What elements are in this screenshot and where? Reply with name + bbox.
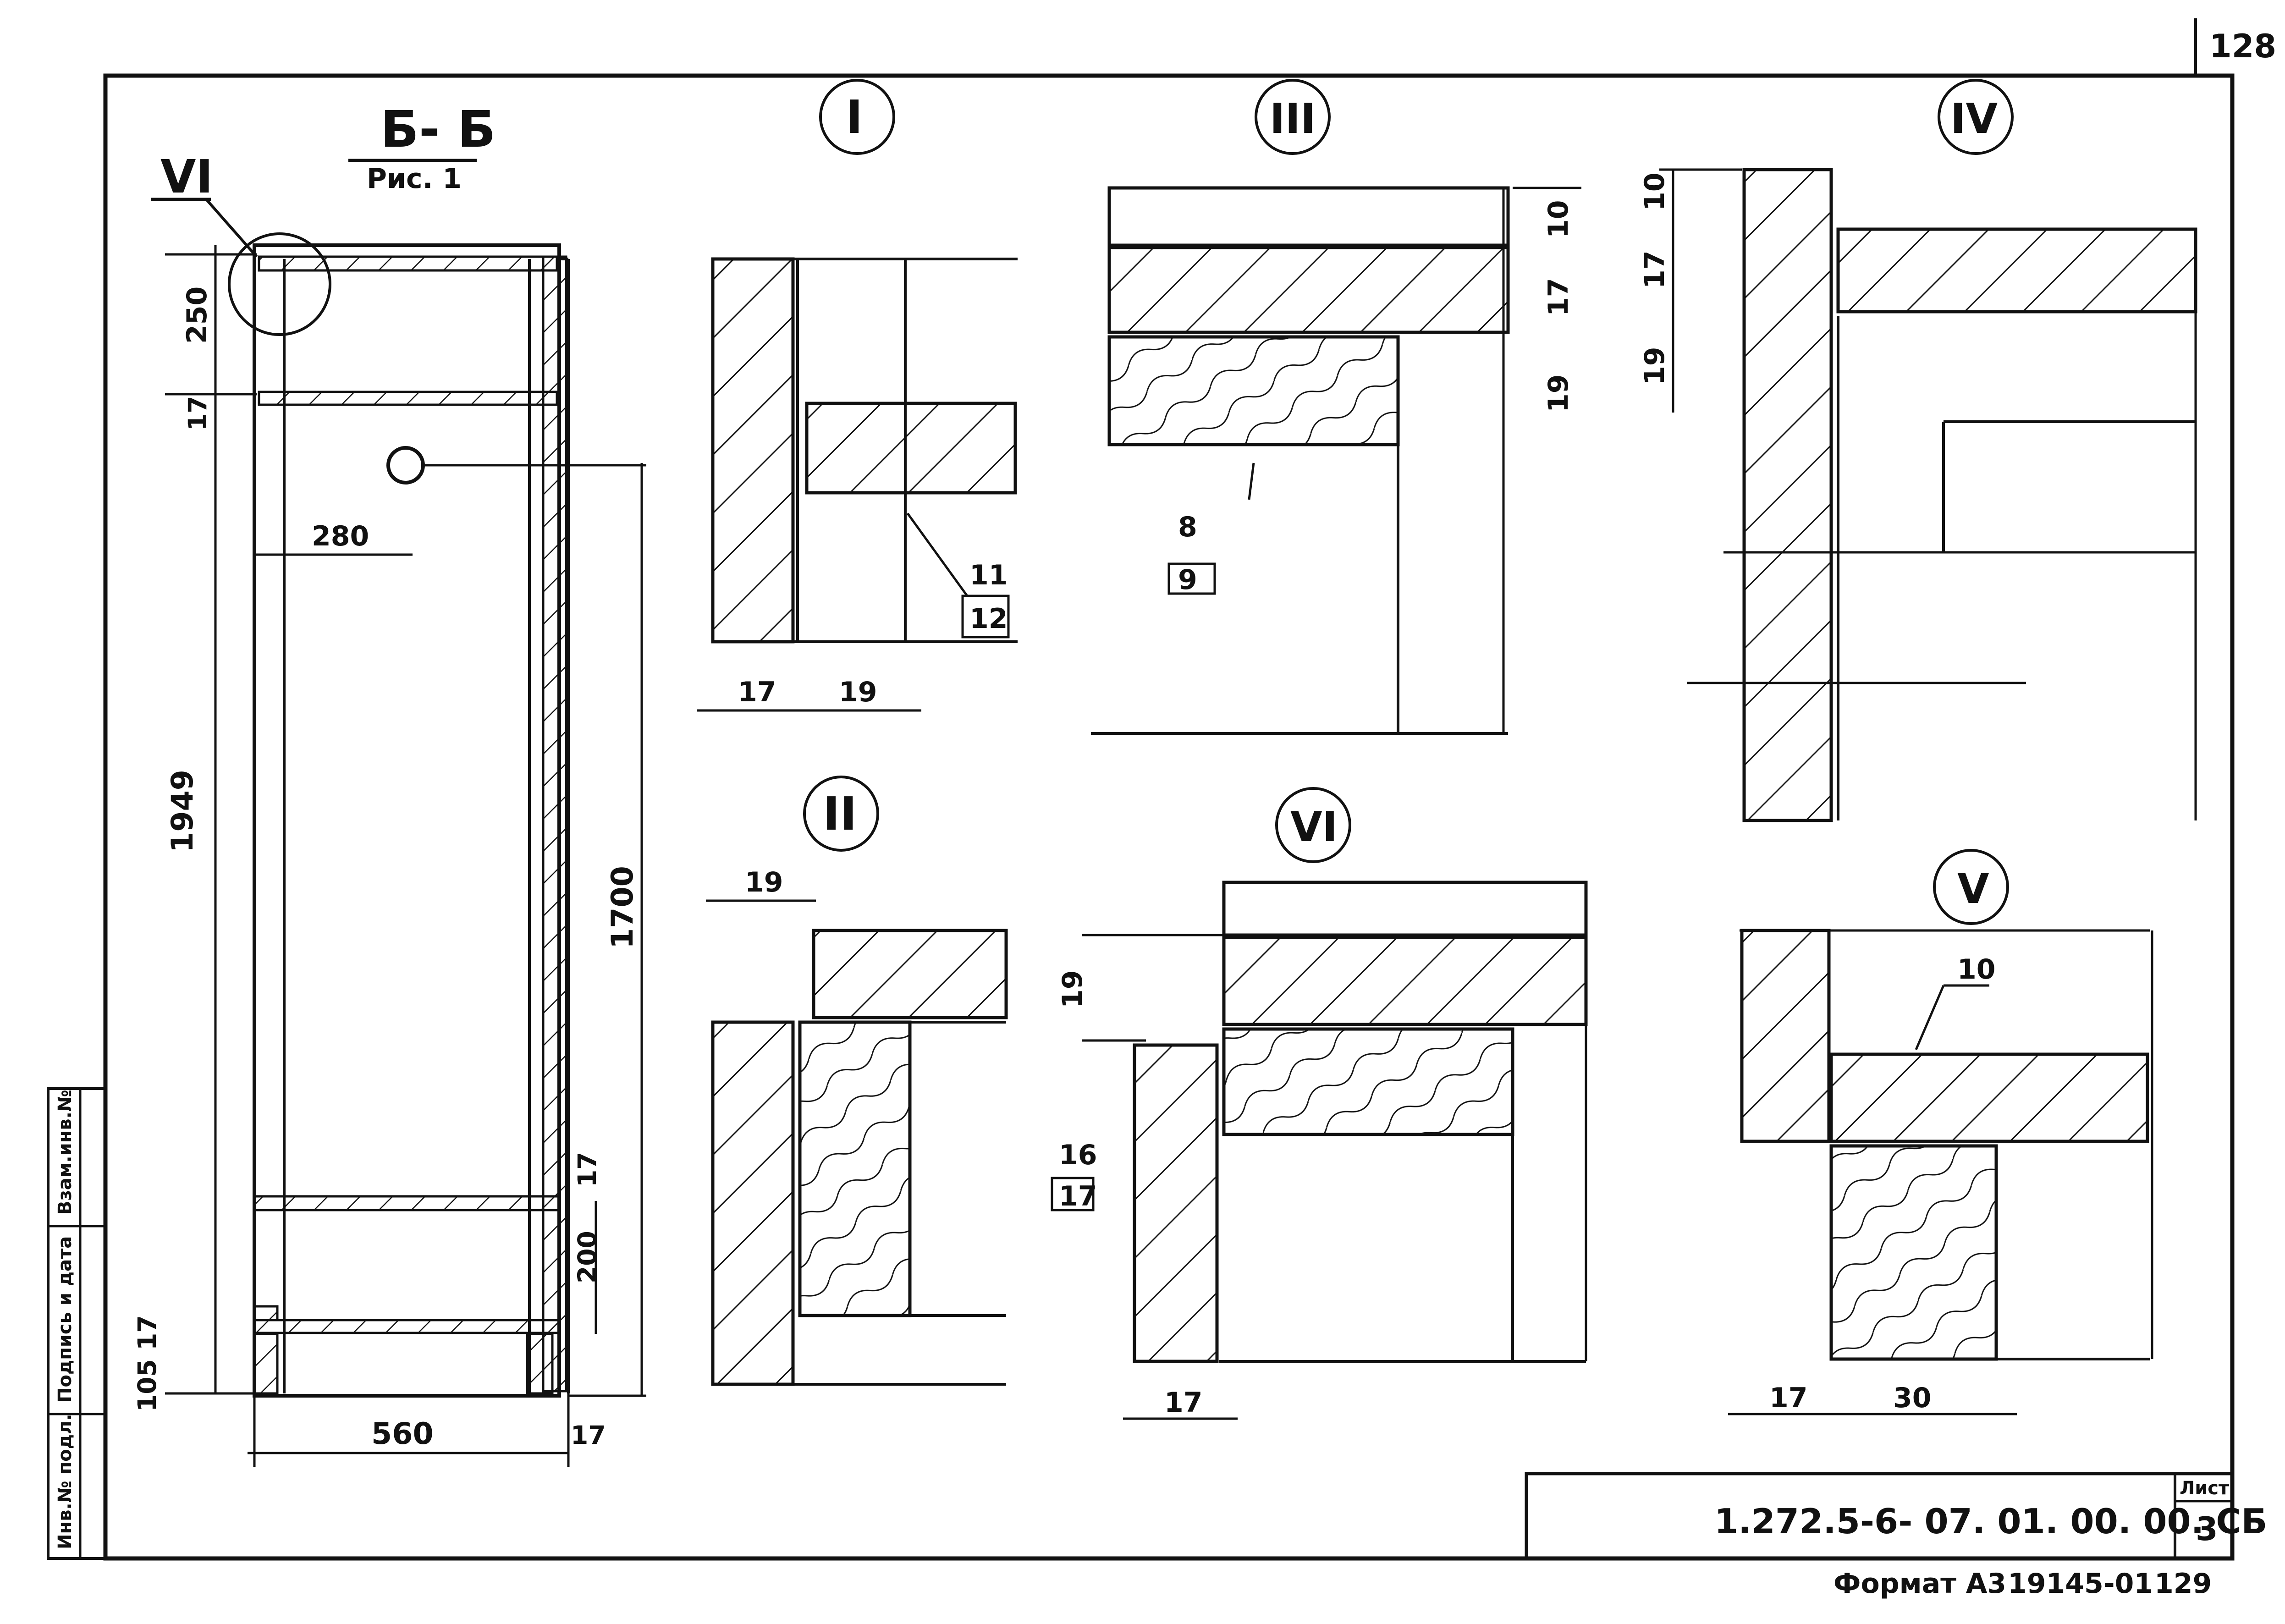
detail-i: I 11 12 17 19 [697, 79, 1018, 712]
page-number-bottom: 129 [2154, 1568, 2212, 1600]
footer-code: 19145-01 [2008, 1568, 2153, 1600]
detail-iii-dim-10: 10 [1542, 200, 1575, 239]
side-stamp-sign: Подпись и дата [55, 1236, 76, 1403]
dim-17a: 17 [183, 396, 212, 431]
callout-vi-label: VI [160, 150, 213, 204]
dim-17c: 17 [571, 1420, 606, 1450]
section-title: Б- Б [380, 100, 496, 159]
detail-ii: II 19 [706, 776, 1008, 1386]
detail-iii-callout-8: 8 [1178, 511, 1197, 543]
document-code: 1.272.5-6- 07. 01. 00. 00. СБ [1714, 1501, 2268, 1541]
callout-vi-circle [228, 232, 331, 336]
detail-i-callout-12: 12 [969, 603, 1008, 635]
detail-i-dim-17: 17 [738, 676, 776, 708]
detail-v: V 10 17 30 [1728, 849, 2153, 1415]
dim-280: 280 [312, 520, 369, 552]
detail-iv: IV 10 17 19 [1639, 79, 2197, 822]
side-stamp-inv: Инв.№ подл. [55, 1414, 76, 1549]
detail-i-label: I [846, 90, 863, 144]
detail-iii-label-circle [1255, 79, 1331, 155]
detail-i-callout-11: 11 [969, 559, 1008, 591]
detail-v-label: V [1957, 865, 1989, 913]
detail-i-label-circle [819, 79, 895, 155]
detail-iii: III 8 9 10 17 19 [1091, 79, 1581, 735]
detail-vi-label: VI [1290, 803, 1338, 851]
page-number-top: 128 [2209, 28, 2276, 65]
detail-iii-label: III [1270, 95, 1316, 143]
detail-vi-callout-16: 16 [1059, 1139, 1097, 1171]
dim-17b: 17 [573, 1152, 602, 1187]
format-label: Формат А3 [1834, 1568, 2006, 1600]
detail-v-label-circle [1933, 849, 2009, 925]
side-stamp-vzam: Взам.инв.№ [55, 1090, 76, 1215]
dim-1949: 1949 [165, 770, 200, 853]
title-block: Лист 3 1.272.5-6- 07. 01. 00. 00. СБ [1525, 1472, 2268, 1560]
lock-icon [386, 446, 425, 484]
detail-ii-dim-19: 19 [745, 866, 783, 898]
detail-vi-callout-17: 17 [1059, 1180, 1097, 1212]
detail-iii-dim-17: 17 [1542, 278, 1575, 317]
dim-105-17: 105 17 [132, 1316, 162, 1412]
dim-1700: 1700 [606, 866, 640, 949]
detail-iii-dim-19: 19 [1542, 374, 1575, 413]
detail-vi-label-circle [1275, 787, 1351, 863]
detail-v-dim-30: 30 [1893, 1382, 1932, 1414]
sheet-frame [103, 18, 2235, 1561]
side-stamp: Инв.№ подл. Подпись и дата Взам.инв.№ [47, 1087, 107, 1560]
detail-iv-label-circle [1938, 79, 2014, 155]
detail-ii-label-circle [803, 776, 879, 852]
detail-v-callout-10: 10 [1957, 953, 1996, 985]
detail-iv-dim-19: 19 [1639, 347, 1671, 385]
detail-i-dim-19: 19 [839, 676, 877, 708]
detail-iv-dim-10: 10 [1639, 173, 1671, 211]
detail-vi-dim-17: 17 [1164, 1387, 1203, 1419]
detail-vi-dim-19: 19 [1057, 970, 1089, 1009]
footer: Формат А3 19145-01 129 [1834, 1568, 2212, 1600]
dim-200: 200 [573, 1231, 602, 1283]
main-dimensions [165, 245, 646, 1467]
detail-v-dim-17: 17 [1769, 1382, 1808, 1414]
detail-iii-callout-9: 9 [1178, 564, 1197, 596]
detail-iv-label: IV [1950, 95, 1998, 143]
dim-250: 250 [181, 286, 213, 344]
detail-iv-dim-17: 17 [1639, 251, 1671, 289]
sheet-number: 3 [2196, 1510, 2218, 1548]
section-subtitle: Рис. 1 [367, 163, 462, 195]
detail-vi: VI 19 16 17 17 [1051, 787, 1588, 1420]
detail-ii-label: II [823, 787, 857, 841]
dim-560: 560 [371, 1417, 434, 1451]
main-section: Б- Б Рис. 1 VI [132, 100, 646, 1467]
sheet-label: Лист [2180, 1478, 2230, 1499]
